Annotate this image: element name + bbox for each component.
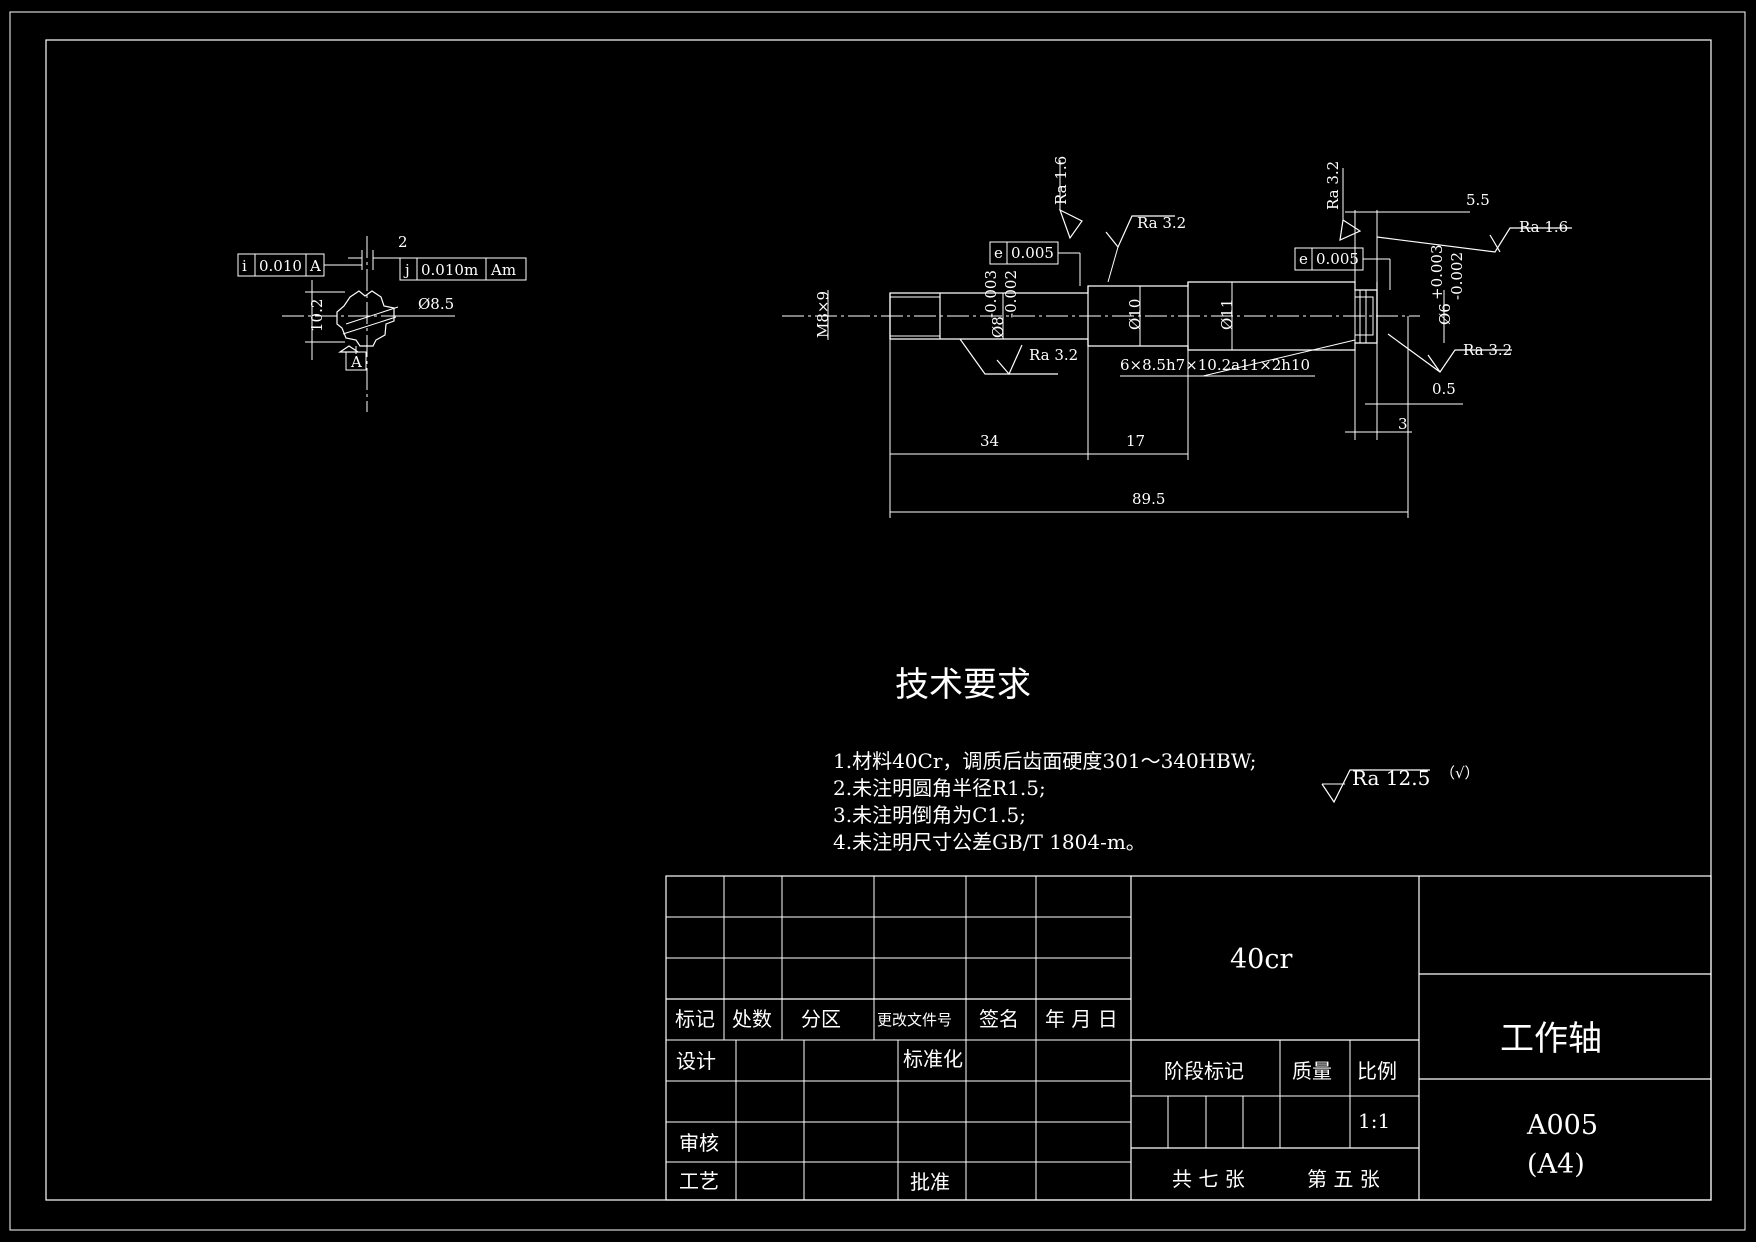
dim-89-5: 89.5 bbox=[1132, 490, 1165, 508]
tech-requirements: 技术要求 1.材料40Cr，调质后齿面硬度301～340HBW; 2.未注明圆角… bbox=[833, 665, 1480, 854]
stage-mark-label: 阶段标记 bbox=[1164, 1059, 1244, 1083]
spline-section-outline bbox=[336, 290, 395, 347]
dim-5-5: 5.5 bbox=[1466, 191, 1490, 209]
roughness-symbol: Ra 1.6 bbox=[1052, 156, 1083, 240]
fcf-right-symbol: j bbox=[403, 261, 410, 279]
dim-0-5: 0.5 bbox=[1432, 380, 1456, 398]
tech-req-item-1: 1.材料40Cr，调质后齿面硬度301～340HBW; bbox=[833, 749, 1256, 773]
thread-label: M8×9 bbox=[814, 291, 832, 338]
header-zone: 分区 bbox=[801, 1007, 841, 1031]
tech-req-item-3: 3.未注明倒角为C1.5; bbox=[833, 803, 1026, 827]
fcf-right-datum: Am bbox=[490, 261, 516, 279]
dim-width: 10.2 bbox=[308, 299, 326, 332]
tol8-upper: -0.003 bbox=[982, 270, 1000, 318]
roughness-symbol: Ra 3.2 bbox=[1105, 214, 1186, 283]
part-name: 工作轴 bbox=[1500, 1019, 1602, 1059]
dim-3: 3 bbox=[1398, 415, 1408, 433]
datum-label: A bbox=[350, 353, 362, 371]
fcf-left-symbol: i bbox=[242, 257, 247, 275]
fcf-left-datum: A bbox=[309, 257, 321, 275]
roughness-symbol: Ra 1.6 bbox=[1376, 218, 1572, 253]
material-label: 40cr bbox=[1230, 944, 1292, 975]
roughness-symbol: Ra 3.2 bbox=[959, 338, 1078, 376]
fcf-left-value: 0.010 bbox=[259, 257, 302, 275]
dim-34: 34 bbox=[980, 432, 999, 450]
process-label: 工艺 bbox=[679, 1169, 719, 1193]
header-signature: 签名 bbox=[979, 1007, 1019, 1031]
scale-label: 比例 bbox=[1357, 1059, 1397, 1083]
drawing-format: (A4) bbox=[1527, 1149, 1585, 1180]
dia11-label: Ø11 bbox=[1218, 299, 1236, 330]
dia6-label: Ø6 bbox=[1436, 303, 1454, 325]
roughness-symbol: Ra 3.2 bbox=[1324, 161, 1362, 241]
general-ra-note: （√） bbox=[1440, 764, 1480, 782]
dim-top: 2 bbox=[398, 233, 408, 251]
tech-req-item-2: 2.未注明圆角半径R1.5; bbox=[833, 776, 1046, 800]
fcf1-value: 0.005 bbox=[1011, 244, 1054, 262]
tech-req-title: 技术要求 bbox=[895, 665, 1031, 705]
scale-value: 1:1 bbox=[1358, 1109, 1390, 1133]
title-block: 标记 处数 分区 更改文件号 签名 年 月 日 设计 标准化 审核 工艺 批准 … bbox=[665, 875, 1712, 1201]
review-label: 审核 bbox=[679, 1131, 719, 1155]
ra-3: Ra 3.2 bbox=[1029, 346, 1078, 364]
general-roughness-symbol bbox=[1321, 769, 1430, 804]
fcf-right-value: 0.010m bbox=[421, 261, 478, 279]
drawing-number: A005 bbox=[1526, 1110, 1598, 1141]
fcf2-symbol: e bbox=[1299, 250, 1308, 268]
header-mark: 标记 bbox=[675, 1007, 715, 1031]
section-view: i 0.010 A j 0.010m Am 2 10.2 Ø8.5 A bbox=[237, 233, 527, 412]
tech-req-item-4: 4.未注明尺寸公差GB/T 1804-m。 bbox=[833, 830, 1146, 854]
design-label: 设计 bbox=[676, 1049, 716, 1073]
ra-5: Ra 1.6 bbox=[1519, 218, 1568, 236]
header-count: 处数 bbox=[732, 1007, 772, 1031]
ra-4: Ra 3.2 bbox=[1324, 161, 1342, 210]
tol8-lower: -0.002 bbox=[1002, 270, 1020, 318]
dim-17: 17 bbox=[1126, 432, 1145, 450]
approve-label: 批准 bbox=[910, 1170, 950, 1194]
fcf1-symbol: e bbox=[994, 244, 1003, 262]
dim-dia: Ø8.5 bbox=[418, 295, 454, 313]
outer-border bbox=[9, 11, 1746, 1231]
ra-6: Ra 3.2 bbox=[1463, 341, 1512, 359]
tol6-lower: -0.002 bbox=[1448, 252, 1466, 300]
dia8-label: Ø8 bbox=[989, 316, 1007, 338]
ra-2: Ra 3.2 bbox=[1137, 214, 1186, 232]
mass-label: 质量 bbox=[1292, 1059, 1332, 1083]
roughness-symbol: Ra 3.2 bbox=[1387, 333, 1512, 373]
total-sheets: 共 七 张 bbox=[1172, 1167, 1245, 1191]
fcf2-value: 0.005 bbox=[1316, 250, 1359, 268]
dia10-label: Ø10 bbox=[1126, 299, 1144, 330]
tol6-upper: +0.003 bbox=[1428, 244, 1446, 300]
general-ra: Ra 12.5 bbox=[1352, 766, 1430, 790]
header-change-doc: 更改文件号 bbox=[877, 1011, 952, 1029]
standardization-label: 标准化 bbox=[903, 1047, 963, 1071]
ra-1: Ra 1.6 bbox=[1052, 156, 1070, 205]
spline-label: 6×8.5h7×10.2a11×2h10 bbox=[1120, 356, 1310, 374]
header-date: 年 月 日 bbox=[1045, 1007, 1118, 1031]
sheet-number: 第 五 张 bbox=[1307, 1167, 1380, 1191]
shaft-view: 34 17 89.5 5.5 0.5 3 M8×9 Ø8 -0.003 -0.0… bbox=[782, 156, 1572, 518]
